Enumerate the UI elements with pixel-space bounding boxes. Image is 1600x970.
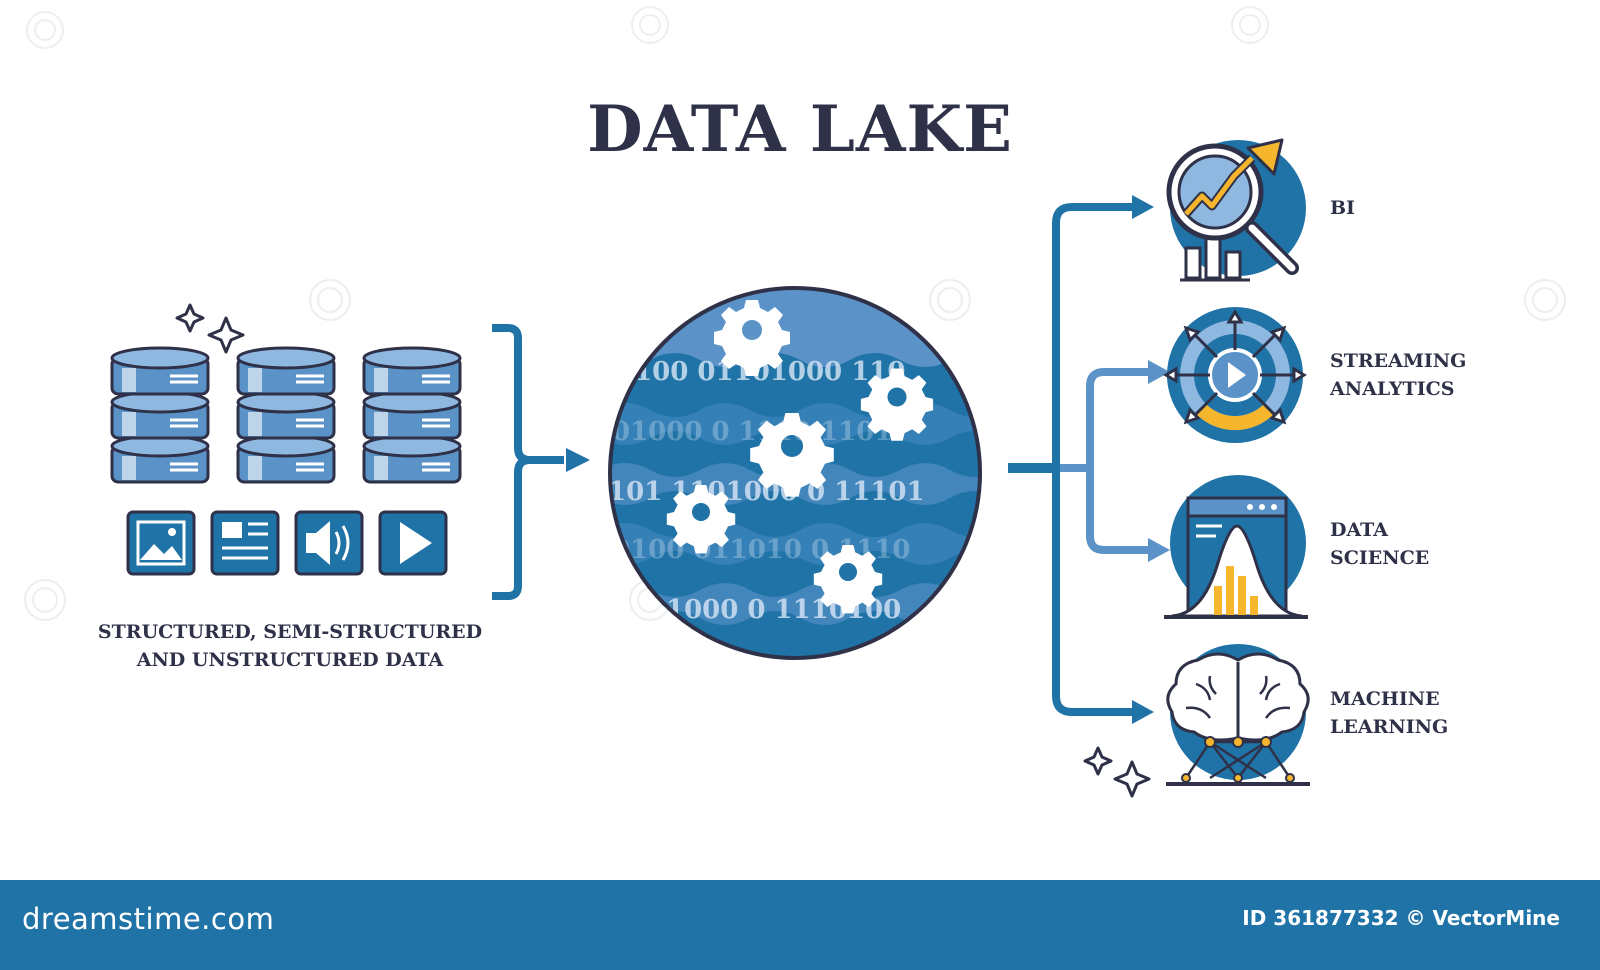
footer-bar: dreamstime.com ID 361877332 © VectorMine (0, 880, 1600, 970)
output-label-streaming: STREAMING ANALYTICS (1330, 347, 1466, 403)
input-arrow (566, 448, 590, 472)
output-label-line: DATA (1330, 519, 1389, 541)
play-stream-icon (1163, 307, 1307, 443)
sparkle-icon (1083, 746, 1151, 798)
image-icon (126, 510, 196, 576)
output-label-bi: BI (1330, 194, 1355, 222)
output-label-line: SCIENCE (1330, 547, 1430, 569)
video-icon (378, 510, 448, 576)
source-caption: STRUCTURED, SEMI-STRUCTURED AND UNSTRUCT… (60, 618, 520, 674)
watermark-pattern (24, 6, 1566, 621)
sparkle-icon (175, 303, 245, 354)
output-label-line: STREAMING (1330, 350, 1467, 372)
diagram-canvas: 0100 01101000 110 01000 0 1110 1101 101 … (24, 6, 1566, 798)
bell-curve-chart-icon (1164, 475, 1308, 619)
footer-image-id: ID 361877332 © VectorMine (1242, 906, 1560, 930)
audio-icon (294, 510, 364, 576)
footer-site-logo[interactable]: dreamstime.com (22, 902, 275, 936)
binary-row: 01000 0 1110 1101 (612, 417, 892, 447)
document-icon (210, 510, 280, 576)
output-label-line: LEARNING (1330, 716, 1449, 738)
output-label-line: BI (1330, 197, 1355, 219)
data-lake-circle: 0100 01101000 110 01000 0 1110 1101 101 … (608, 286, 982, 660)
database-icon (110, 346, 462, 484)
output-label-line: ANALYTICS (1330, 378, 1455, 400)
source-caption-line: AND UNSTRUCTURED DATA (136, 649, 444, 671)
magnifier-chart-icon (1166, 138, 1306, 282)
brain-network-icon (1166, 644, 1310, 786)
diagram-title: DATA LAKE (587, 92, 1013, 167)
output-arrowheads (1132, 195, 1170, 724)
output-label-machine-learning: MACHINE LEARNING (1330, 685, 1448, 741)
output-connectors (1008, 203, 1148, 716)
output-label-line: MACHINE (1330, 688, 1440, 710)
input-bracket (492, 324, 564, 600)
output-label-data-science: DATA SCIENCE (1330, 516, 1429, 572)
source-caption-line: STRUCTURED, SEMI-STRUCTURED (97, 621, 483, 643)
